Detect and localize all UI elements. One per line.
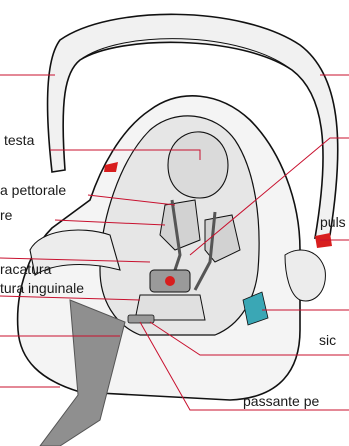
label-head-support: testa [4,132,34,148]
buckle-red-button [165,276,175,286]
label-belt-guide: passante pe [243,393,319,409]
label-release-button: puls [320,214,346,230]
belt-guide-clip [128,315,154,323]
label-harness-adjuster: racatura [0,261,51,277]
label-safety: sic [319,332,336,348]
label-chest-pad: a pettorale [0,182,66,198]
label-shoulder-pad: re [0,207,12,223]
head-support [168,132,228,198]
label-crotch-strap: tura inguinale [0,280,84,296]
